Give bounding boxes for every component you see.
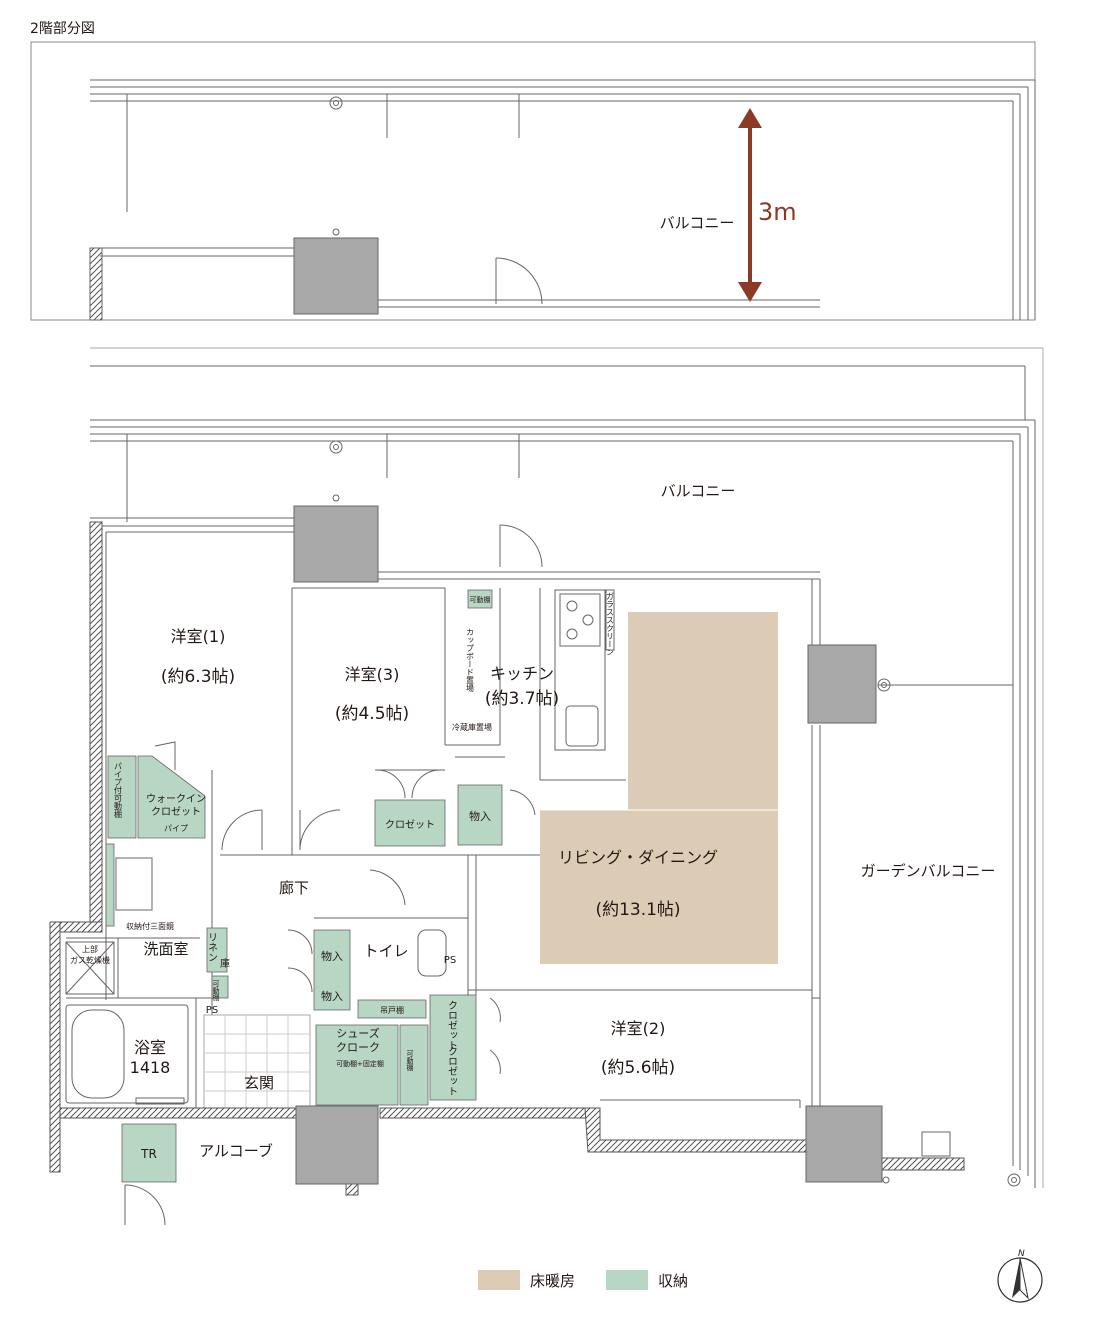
dryer-line2: ガス乾燥機 — [70, 955, 110, 965]
outdoor-units — [293, 505, 883, 1185]
shoes-shelf-label: 可動棚+固定棚 — [336, 1059, 384, 1068]
outdoor-unit-upper — [293, 237, 379, 315]
ps2-label: PS — [206, 1005, 218, 1016]
hallway-label: 廊下 — [279, 879, 309, 897]
pipe-shelf-label: パイプ付可動棚 — [114, 762, 123, 819]
kitchen-shelf-label: 可動棚 — [470, 595, 491, 604]
fridge-label: 冷蔵庫置場 — [452, 722, 492, 732]
cupboard-label: カップボード置場 — [466, 628, 475, 693]
western1-name: 洋室(1) — [171, 627, 226, 646]
western3-size: (約4.5帖) — [335, 704, 409, 724]
balcony-label: バルコニー — [661, 482, 736, 500]
legend-floor-heating: 床暖房 — [478, 1268, 575, 1292]
walkin-line1: ウォークイン — [146, 793, 206, 805]
living-size: (約13.1帖) — [595, 900, 680, 920]
tr-label: TR — [140, 1147, 157, 1161]
western1-size: (約6.3帖) — [161, 667, 235, 687]
closet2a-label: クロゼット — [446, 1000, 458, 1050]
kitchen-size: (約3.7帖) — [485, 689, 559, 709]
hanging-shelf-label: 吊戸棚 — [380, 1005, 404, 1015]
kitchen-name: キッチン — [490, 664, 554, 683]
structural-walls — [49, 521, 965, 1196]
north-label: N — [1018, 1249, 1025, 1259]
western2-name: 洋室(2) — [611, 1019, 666, 1038]
dimension-label: 3m — [758, 198, 797, 226]
room-labels: バルコニー ガーデンバルコニー 洋室(1) (約6.3帖) 洋室(3) (約4.… — [130, 482, 996, 1160]
page-title: 2階部分図 — [30, 21, 95, 37]
linen-line2: 庫 — [218, 957, 230, 969]
small-shelf-label: 可動棚 — [212, 980, 220, 1002]
dimension-arrow — [738, 108, 762, 302]
walkin-line2: クロゼット — [151, 806, 201, 818]
alcove-label: アルコーブ — [199, 1142, 273, 1160]
fixture-labels: カップボード置場 冷蔵庫置場 ガラススクリーン 収納付三面鏡 上部 ガス乾燥機 … — [70, 592, 615, 1016]
shoes-line2: クローク — [336, 1041, 380, 1054]
storage-legend-label: 収納 — [658, 1271, 689, 1290]
living-name: リビング・ダイニング — [558, 848, 718, 867]
closet2b-label: クロゼット — [446, 1046, 458, 1096]
ps1-label: PS — [444, 955, 456, 966]
upper-plan — [30, 41, 1036, 321]
toilet-mono1-label: 物入 — [321, 949, 343, 963]
north-arrow-icon — [997, 1257, 1043, 1303]
dryer-line1: 上部 — [82, 944, 98, 954]
shoes-line1: シューズ — [336, 1026, 379, 1040]
walkin-pipe: パイプ — [164, 824, 188, 833]
floor-heating-swatch — [478, 1270, 520, 1290]
storage-areas — [105, 589, 503, 1183]
floor-heating-legend-label: 床暖房 — [530, 1271, 576, 1290]
storage-swatch — [606, 1270, 648, 1290]
shoes-side-shelf-label: 可動棚 — [406, 1050, 414, 1072]
main-plan-lines — [65, 347, 1044, 1226]
mirror-label: 収納付三面鏡 — [126, 921, 174, 931]
kitchen-mono-label: 物入 — [469, 809, 491, 823]
toilet-label: トイレ — [363, 942, 408, 960]
floor-heating-area — [540, 612, 778, 964]
bathroom-label: 浴室 — [134, 1038, 166, 1057]
bath-size-label: 1418 — [130, 1058, 171, 1077]
toilet-mono2-label: 物入 — [321, 989, 343, 1003]
storage-labels: ウォークイン クロゼット パイプ パイプ付可動棚 クロゼット 物入 可動棚 物入… — [114, 595, 492, 1161]
glass-screen-label: ガラススクリーン — [606, 592, 615, 656]
linen-line1: リネン — [206, 932, 218, 962]
western3-name: 洋室(3) — [345, 665, 400, 684]
upper-balcony-label: バルコニー — [660, 214, 735, 232]
western2-size: (約5.6帖) — [601, 1058, 675, 1078]
legend-storage: 収納 — [606, 1268, 688, 1292]
closet3-label: クロゼット — [385, 819, 435, 831]
washroom-label: 洗面室 — [143, 940, 188, 958]
entrance-label: 玄関 — [244, 1074, 274, 1092]
garden-balcony-label: ガーデンバルコニー — [861, 862, 996, 880]
